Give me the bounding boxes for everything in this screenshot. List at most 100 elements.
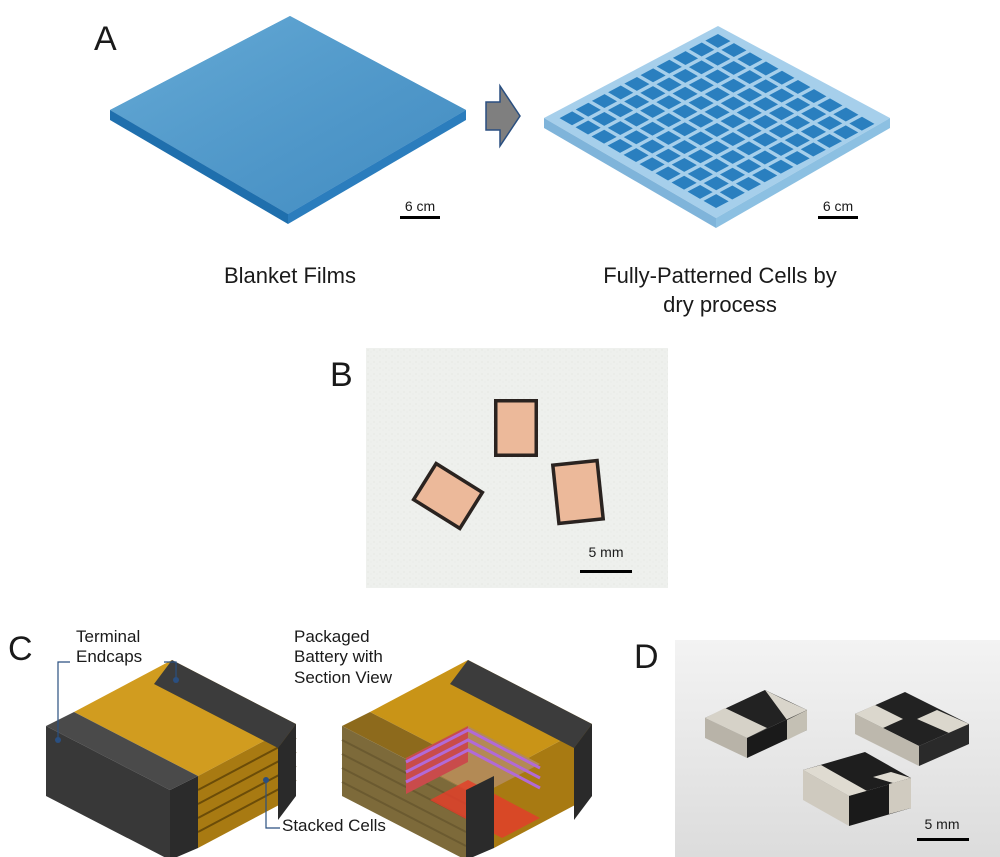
caption-patterned-line1: Fully-Patterned Cells by <box>603 263 837 288</box>
grid-cell <box>768 124 794 139</box>
grid-cell <box>735 176 762 191</box>
grid-cell <box>703 158 730 173</box>
grid-cell <box>687 184 713 199</box>
callout-lines-left <box>57 661 280 829</box>
scale-bar-a-left <box>400 216 440 219</box>
grid-cell <box>736 141 762 156</box>
paper-background <box>366 348 668 588</box>
grid-cell <box>656 77 682 92</box>
panel-letter-c: C <box>8 630 33 668</box>
grid-cell <box>752 97 779 112</box>
grid-cell <box>640 86 666 101</box>
patterned-left-edge <box>544 118 716 228</box>
cell-grid <box>559 33 875 209</box>
grid-cell <box>591 111 617 126</box>
caption-patterned-cells: Fully-Patterned Cells by dry process <box>560 262 880 319</box>
grid-cell <box>575 102 601 117</box>
cutaway-back-wall <box>406 726 468 794</box>
grid-cell <box>703 194 729 209</box>
grid-cell <box>672 122 698 137</box>
film-top-sheen <box>110 16 466 214</box>
grid-cell <box>720 149 746 164</box>
grid-cell <box>752 168 778 183</box>
grid-cell <box>591 94 618 109</box>
label-stacked-cells: Stacked Cells <box>282 816 386 835</box>
caption-patterned-line2: dry process <box>663 291 777 317</box>
grid-cell <box>704 69 731 84</box>
grid-cell <box>656 59 682 74</box>
grid-cell <box>671 175 697 190</box>
gold-top-face <box>74 660 296 776</box>
grid-cell <box>703 176 729 191</box>
stack-side <box>198 724 296 848</box>
grid-cell <box>785 97 811 112</box>
battery-photo-1 <box>705 690 807 758</box>
grid-cell <box>688 60 715 75</box>
grid-cell <box>768 141 794 156</box>
label-terminal-line2: Endcaps <box>76 647 143 667</box>
grid-cell <box>640 68 666 83</box>
cell-sample-left <box>411 461 485 531</box>
grid-cell <box>737 70 763 85</box>
battery-photo-2 <box>855 692 969 766</box>
patterned-cells-illustration <box>544 26 890 228</box>
endcap-left-front <box>46 726 170 857</box>
cell-sample-top <box>494 399 538 457</box>
grid-cell <box>704 87 730 102</box>
grid-cell <box>817 116 843 131</box>
grid-cell <box>720 114 746 129</box>
pkg-endcap-top <box>450 660 592 748</box>
caption-blanket-films: Blanket Films <box>223 263 357 288</box>
scale-label-d: 5 mm <box>924 816 960 832</box>
grid-cell <box>785 79 811 94</box>
grid-cell <box>817 98 843 113</box>
grid-cell <box>720 96 746 111</box>
label-terminal-line1: Terminal <box>76 627 141 646</box>
pkg-gold-top <box>370 660 592 776</box>
blanket-film-illustration <box>110 16 466 224</box>
grid-cell <box>672 51 699 66</box>
grid-cell <box>721 43 747 58</box>
grid-cell <box>705 33 731 48</box>
scale-bar-d <box>917 838 969 841</box>
grid-cell <box>624 76 650 91</box>
grid-cell <box>624 94 650 109</box>
grid-cell <box>800 124 827 139</box>
grid-cell <box>655 166 681 181</box>
grid-cell <box>672 86 698 101</box>
grid-cell <box>719 167 746 182</box>
panel-letter-a: A <box>94 20 117 58</box>
photo-cells-drawing <box>366 348 668 588</box>
scale-bar-a-right <box>818 216 858 219</box>
grid-cell <box>672 104 698 119</box>
label-terminal-endcaps: Terminal Endcaps <box>76 627 142 668</box>
scale-label-a-left: 6 cm <box>404 198 436 214</box>
endcap-left-side <box>170 776 198 857</box>
grid-cell <box>752 132 778 147</box>
grid-cell <box>671 140 698 155</box>
patterned-right-edge <box>716 118 890 228</box>
label-packaged-line1: Packaged <box>294 627 370 646</box>
grid-cell <box>623 148 649 163</box>
scale-label-b: 5 mm <box>588 544 624 560</box>
grid-cell <box>816 133 843 148</box>
cutaway-layers <box>405 728 541 790</box>
grid-cell <box>753 61 779 76</box>
battery-photo-3 <box>803 752 911 826</box>
callout-dot-endcap-right <box>173 677 179 683</box>
pkg-front <box>342 726 466 857</box>
film-left-edge <box>110 110 288 224</box>
grid-cell <box>721 60 747 75</box>
grid-cell <box>719 185 745 200</box>
grid-cell <box>736 123 762 138</box>
grid-cell <box>736 87 763 102</box>
grid-cell <box>655 130 682 145</box>
scale-label-a-right: 6 cm <box>822 198 854 214</box>
grid-cell <box>833 125 859 140</box>
panel-letter-d: D <box>634 638 659 676</box>
grid-cell <box>639 157 665 172</box>
grid-cell <box>688 95 714 110</box>
cell-sample-right <box>550 458 606 526</box>
pkg-endcap-front <box>466 776 494 857</box>
